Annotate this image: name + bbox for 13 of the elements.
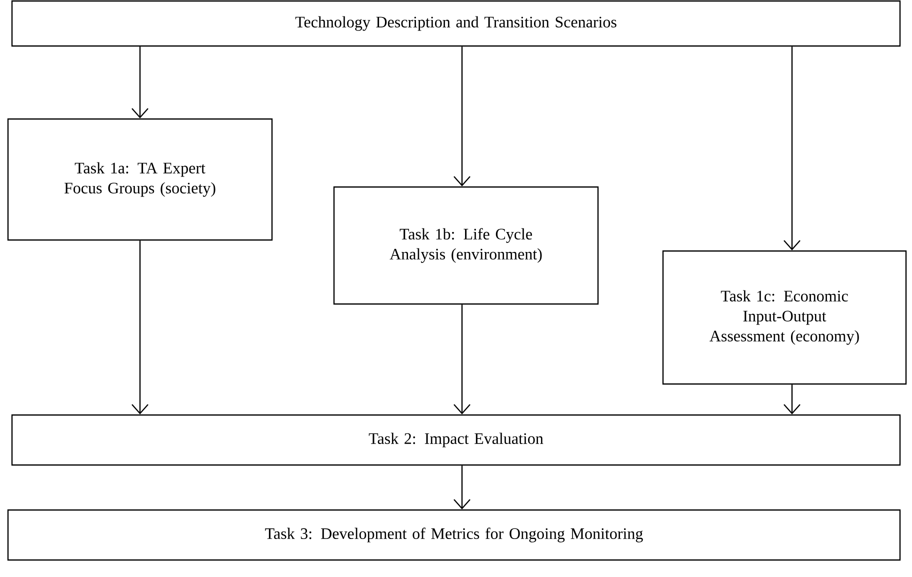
arrow [784,384,800,414]
arrow [454,46,470,186]
process-box: Technology Description and Transition Scenarios [11,0,901,47]
arrow [454,304,470,414]
arrow [454,466,470,510]
process-box: Task 1b: Life Cycle Analysis (environment) [333,186,599,305]
arrow [784,46,800,250]
process-box: Task 2: Impact Evaluation [11,414,901,466]
process-box: Task 3: Development of Metrics for Ongoing Monitoring [7,509,901,561]
arrow [132,240,148,414]
arrow [132,46,148,118]
process-box: Task 1a: TA Expert Focus Groups (society) [7,118,273,241]
process-box: Task 1c: Economic Input-Output Assessment (economy) [662,250,907,385]
